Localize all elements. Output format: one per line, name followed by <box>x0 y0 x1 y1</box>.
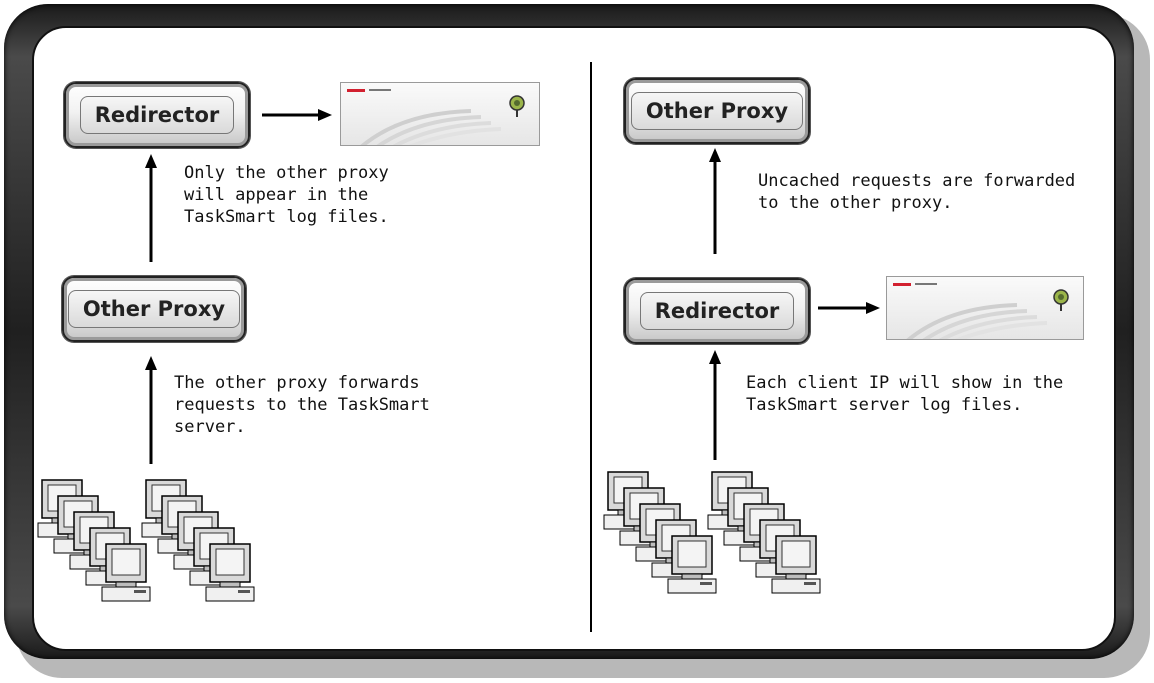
client-computers-left <box>37 479 255 602</box>
right-redirector-node: Redirector <box>624 278 810 344</box>
left-note-top: Only the other proxy will appear in the … <box>184 163 389 227</box>
taskmart-server-icon <box>886 276 1084 340</box>
arrow-up-icon <box>709 350 721 460</box>
arrow-right-icon <box>262 109 332 121</box>
right-other-proxy-node: Other Proxy <box>624 78 810 144</box>
right-other-proxy-label: Other Proxy <box>630 92 804 130</box>
left-note-bottom: The other proxy forwards requests to the… <box>174 373 430 437</box>
arrow-right-icon <box>818 302 880 314</box>
left-redirector-node: Redirector <box>64 82 250 148</box>
taskmart-server-icon <box>340 82 540 146</box>
arrow-up-icon <box>145 154 157 262</box>
left-other-proxy-label: Other Proxy <box>67 290 241 328</box>
left-redirector-label: Redirector <box>79 96 235 134</box>
section-divider <box>590 62 592 632</box>
right-note-top: Uncached requests are forwarded to the o… <box>758 171 1076 213</box>
arrow-up-icon <box>709 148 721 254</box>
right-redirector-label: Redirector <box>639 292 795 330</box>
left-other-proxy-node: Other Proxy <box>62 276 246 342</box>
right-note-bottom: Each client IP will show in the TaskSmar… <box>746 373 1064 415</box>
client-computers-right <box>603 471 821 594</box>
arrow-up-icon <box>145 356 157 464</box>
